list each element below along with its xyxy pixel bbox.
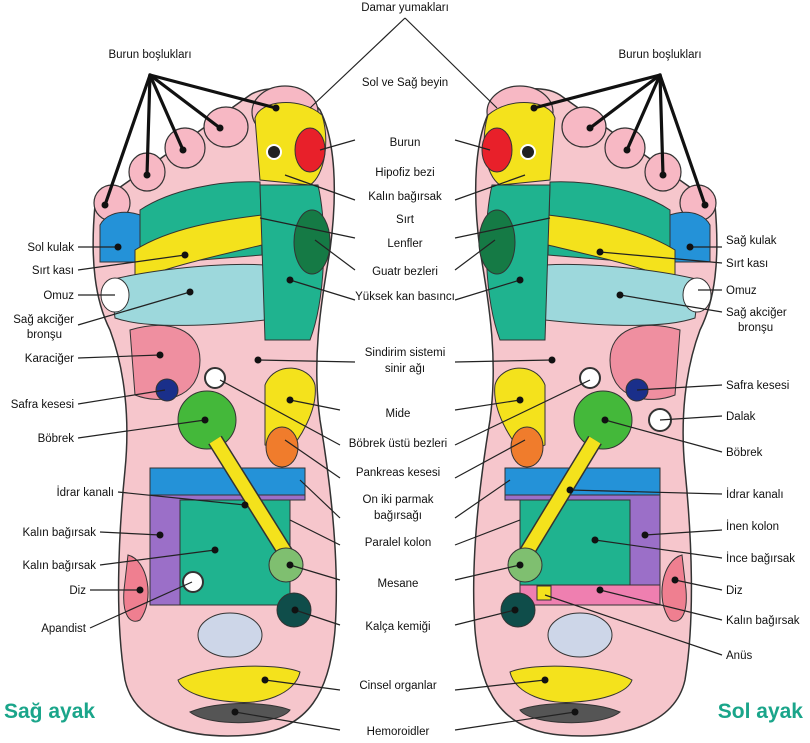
label-left-sirt-kasi: Sırt kası [726, 258, 768, 270]
label-cinsel: Cinsel organlar [359, 680, 437, 692]
label-hemoroid: Hemoroidler [367, 726, 430, 738]
right-thyroid-zone [293, 209, 331, 275]
right-adrenal-zone [204, 367, 226, 389]
label-left-inen: İnen kolon [726, 520, 779, 533]
left-bladder-zone [507, 547, 543, 583]
right-genital-zone [177, 665, 301, 704]
label-right-karaciger: Karaciğer [25, 353, 74, 365]
label-left-anus: Anüs [726, 650, 752, 662]
left-toe-2 [561, 106, 607, 148]
label-kalca: Kalça kemiği [365, 621, 430, 633]
label-oniki-1: On iki parmak [363, 494, 434, 506]
left-shoulder-zone [682, 277, 712, 313]
label-right-sol-kulak: Sol kulak [27, 242, 74, 254]
label-right-sirt-kasi: Sırt kası [32, 265, 74, 277]
right-transverse-colon [149, 467, 306, 496]
label-right-kalin-1: Kalın bağırsak [22, 527, 96, 539]
right-pituitary-zone [266, 144, 282, 160]
left-transverse-colon [504, 467, 661, 496]
label-left-ince: İnce bağırsak [726, 552, 795, 565]
right-foot-title: Sağ ayak [4, 700, 95, 723]
label-guatr: Guatr bezleri [372, 266, 438, 278]
left-foot-title: Sol ayak [718, 700, 804, 723]
label-right-akciger-1: Sağ akciğer [13, 314, 74, 326]
label-paralel: Paralel kolon [365, 537, 431, 549]
right-toe-2 [203, 106, 249, 148]
label-mide: Mide [386, 408, 411, 420]
left-pancreas-zone [510, 426, 544, 468]
label-right-safra: Safra kesesi [11, 399, 74, 411]
left-foot [472, 85, 718, 737]
left-genital-zone [509, 665, 633, 704]
right-gallbladder-zone [155, 378, 179, 402]
left-anus-zone [536, 585, 552, 601]
label-left-akciger-2: bronşu [738, 322, 773, 334]
left-heel-circle [547, 612, 613, 658]
label-yuksek: Yüksek kan basıncı [355, 291, 455, 303]
right-nose-zone [294, 127, 326, 173]
label-right-apandist: Apandist [41, 623, 87, 635]
label-left-kalin: Kalın bağırsak [726, 615, 800, 627]
left-thyroid-zone [478, 209, 516, 275]
labels: Damar yumakları Burun boşlukları Burun b… [4, 2, 803, 738]
label-oniki-2: bağırsağı [374, 510, 422, 522]
marker-dots [101, 104, 709, 716]
label-beyin: Sol ve Sağ beyin [362, 77, 448, 89]
label-left-omuz: Omuz [726, 285, 757, 297]
label-sindirim-1: Sindirim sistemi [365, 347, 446, 359]
leader-lines [77, 17, 723, 731]
label-bobrek-ustu: Böbrek üstü bezleri [349, 438, 447, 450]
label-right-bobrek: Böbrek [38, 433, 75, 445]
label-damar: Damar yumakları [361, 2, 449, 14]
label-left-akciger-1: Sağ akciğer [726, 307, 787, 319]
right-pancreas-zone [265, 426, 299, 468]
label-left-sag-kulak: Sağ kulak [726, 235, 777, 247]
label-right-diz: Diz [69, 585, 86, 597]
label-right-omuz: Omuz [43, 290, 74, 302]
left-pituitary-zone [520, 144, 536, 160]
label-sirt: Sırt [396, 214, 415, 226]
label-mesane: Mesane [378, 578, 419, 590]
right-foot [92, 85, 338, 737]
label-burun: Burun [390, 137, 421, 149]
label-kalin-top: Kalın bağırsak [368, 191, 442, 203]
label-burun-bosluk-right: Burun boşlukları [108, 49, 191, 61]
label-sindirim-2: sinir ağı [385, 363, 425, 375]
label-left-bobrek: Böbrek [726, 447, 763, 459]
left-adrenal-zone [579, 367, 601, 389]
label-left-safra: Safra kesesi [726, 380, 789, 392]
left-spleen-area [609, 324, 681, 400]
left-knee-zone [661, 554, 687, 622]
right-heel-circle [197, 612, 263, 658]
label-left-idrar: İdrar kanalı [726, 488, 784, 501]
right-appendix-zone [182, 571, 204, 593]
label-left-dalak: Dalak [726, 411, 756, 423]
left-nose-zone [481, 127, 513, 173]
label-right-kalin-2: Kalın bağırsak [22, 560, 96, 572]
label-hipofiz: Hipofiz bezi [375, 167, 434, 179]
label-pankreas: Pankreas kesesi [356, 467, 440, 479]
label-left-diz: Diz [726, 585, 743, 597]
label-right-akciger-2: bronşu [27, 329, 62, 341]
right-bladder-zone [268, 547, 304, 583]
label-right-idrar: İdrar kanalı [56, 486, 114, 499]
label-burun-bosluk-left: Burun boşlukları [618, 49, 701, 61]
label-lenfler: Lenfler [387, 238, 422, 250]
right-liver-zone [129, 324, 201, 400]
